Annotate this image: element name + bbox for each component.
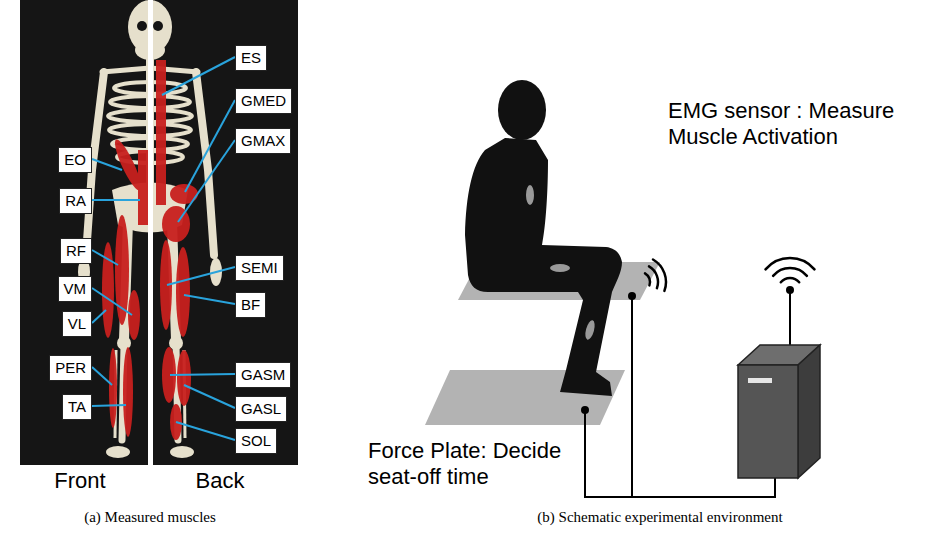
leader-lines	[162, 57, 235, 95]
muscle-abbreviation: VL	[68, 315, 86, 332]
muscle-label-box: PER	[49, 355, 92, 381]
seated-person	[498, 80, 546, 140]
muscle-label-box: VL	[62, 311, 92, 337]
radio-waves	[653, 260, 666, 291]
computer	[738, 345, 820, 478]
annotation-text: Back	[196, 468, 245, 494]
annotation-text: EMG sensor : Measure Muscle Activation	[668, 98, 943, 171]
radio-waves	[645, 258, 815, 291]
muscle-abbreviation: RA	[65, 192, 86, 209]
muscle-abbreviation: BF	[241, 296, 260, 313]
leader-lines	[92, 199, 140, 201]
skeleton	[106, 446, 130, 458]
emg-sensor-patch	[526, 185, 534, 205]
radio-waves	[649, 266, 658, 288]
computer	[738, 365, 798, 478]
muscle-label-box: TA	[62, 394, 92, 420]
muscle-abbreviation: GMED	[241, 92, 286, 109]
muscle-abbreviation: GMAX	[241, 132, 285, 149]
leader-lines	[92, 57, 235, 440]
connector-dot	[581, 406, 589, 414]
connector-dot	[786, 286, 794, 294]
leader-lines	[178, 140, 235, 222]
seated-person	[465, 80, 622, 396]
radio-waves	[766, 258, 815, 269]
muscle-abbreviation: TA	[68, 398, 86, 415]
subfigure-caption: (a) Measured muscles	[84, 508, 216, 526]
leader-lines	[176, 422, 235, 440]
wire	[789, 290, 791, 352]
muscle-abbreviation: RF	[66, 242, 86, 259]
radio-waves	[773, 268, 807, 276]
muscle-label-box: GMED	[235, 88, 292, 114]
computer	[748, 378, 772, 383]
muscles	[123, 347, 133, 437]
skeleton	[196, 72, 214, 255]
leader-lines	[92, 288, 132, 315]
muscle-abbreviation: GASL	[241, 400, 281, 417]
computer	[798, 345, 820, 478]
emg-sensor-patch	[550, 264, 570, 272]
subfigure-caption: (b) Schematic experimental environment	[537, 508, 782, 526]
skeleton	[102, 68, 150, 72]
muscles	[176, 247, 190, 337]
wrap-spacer	[498, 464, 578, 484]
muscle-label-box: EO	[58, 147, 92, 173]
muscle-label-box: ES	[235, 45, 267, 71]
wire	[631, 296, 633, 497]
radio-waves	[645, 273, 650, 285]
seated-person	[465, 138, 622, 396]
muscle-abbreviation: EO	[64, 151, 86, 168]
muscle-label-box: VM	[58, 276, 93, 302]
radio-waves	[781, 278, 799, 282]
muscles	[109, 348, 117, 428]
muscles	[156, 60, 166, 205]
muscle-label-box: GMAX	[235, 128, 291, 154]
leader-lines	[92, 250, 118, 265]
anatomy-panel	[20, 0, 298, 465]
leader-lines	[92, 367, 112, 385]
leader-lines	[184, 385, 235, 408]
muscles	[177, 350, 191, 406]
annotation-text: Front	[54, 468, 105, 494]
muscle-label-box: GASM	[235, 362, 291, 388]
muscles	[138, 150, 148, 225]
skeleton	[137, 21, 147, 31]
panel-gap	[148, 0, 153, 465]
leader-lines	[184, 295, 235, 304]
muscle-abbreviation: SOL	[241, 432, 271, 449]
muscle-label-box: BF	[235, 292, 266, 318]
muscle-label-box: RF	[60, 238, 92, 264]
muscle-abbreviation: SEMI	[241, 259, 278, 276]
leader-lines	[167, 267, 235, 285]
leader-lines	[185, 100, 235, 192]
muscle-label-box: SEMI	[235, 255, 284, 281]
muscle-label-box: SOL	[235, 428, 277, 454]
muscle-label-box: GASL	[235, 396, 287, 422]
wrap-spacer	[813, 151, 943, 171]
leader-lines	[92, 405, 126, 406]
leader-lines	[92, 159, 122, 170]
emg-sensor-patch	[584, 319, 597, 340]
skeleton	[153, 21, 163, 31]
muscle-abbreviation: ES	[241, 49, 261, 66]
muscle-abbreviation: PER	[55, 359, 86, 376]
emg-sensor-patch	[526, 185, 596, 341]
muscle-abbreviation: GASM	[241, 366, 285, 383]
skeleton	[170, 446, 194, 458]
muscle-label-box: RA	[59, 188, 92, 214]
muscles	[128, 290, 140, 340]
annotation-text: Force Plate: Decide seat-off time	[368, 438, 578, 491]
leader-lines	[92, 310, 106, 323]
leader-lines	[170, 374, 235, 375]
muscle-abbreviation: VM	[64, 280, 87, 297]
connector-dot	[628, 292, 636, 300]
